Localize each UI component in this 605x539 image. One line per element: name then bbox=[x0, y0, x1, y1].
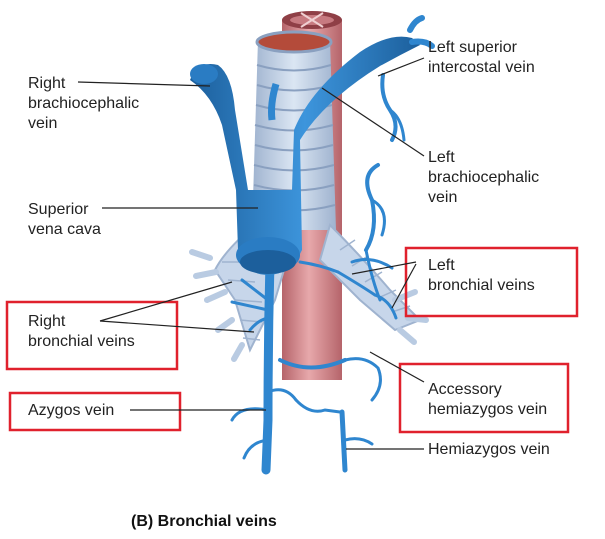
leader-right-bronchial-1 bbox=[99, 281, 233, 322]
label-right-bronchial-veins: Right bronchial veins bbox=[28, 313, 135, 350]
label-superior-vena-cava: Superior vena cava bbox=[28, 201, 101, 238]
leader-left-superior-intercostal bbox=[377, 57, 425, 77]
label-left-bronchial-veins: Left bronchial veins bbox=[428, 257, 535, 294]
highlight-box-accessory-hemiazygos bbox=[398, 362, 570, 434]
label-left-superior-intercostal-vein: Left superior intercostal vein bbox=[428, 39, 535, 76]
label-hemiazygos-vein: Hemiazygos vein bbox=[428, 441, 550, 458]
azygos-system bbox=[230, 73, 406, 475]
leader-right-bronchial-2 bbox=[99, 320, 255, 333]
leader-accessory-hemiazygos bbox=[369, 351, 425, 383]
highlight-box-right-bronchial bbox=[5, 300, 179, 371]
bronchial-veins bbox=[230, 258, 398, 332]
highlight-box-azygos bbox=[8, 391, 182, 432]
label-left-brachiocephalic-vein: Left brachiocephalic vein bbox=[428, 149, 540, 206]
leader-left-brachiocephalic bbox=[321, 87, 425, 157]
label-accessory-hemiazygos-vein: Accessory hemiazygos vein bbox=[428, 381, 548, 418]
leader-right-brachiocephalic bbox=[77, 81, 211, 87]
figure-caption: (B) Bronchial veins bbox=[131, 513, 277, 530]
label-right-brachiocephalic-vein: Right brachiocephalic vein bbox=[28, 75, 140, 132]
great-veins bbox=[190, 15, 435, 275]
leader-lines bbox=[77, 57, 425, 450]
leader-left-bronchial-1 bbox=[351, 261, 417, 275]
leader-left-bronchial-2 bbox=[391, 263, 417, 309]
label-azygos-vein: Azygos vein bbox=[28, 402, 115, 419]
